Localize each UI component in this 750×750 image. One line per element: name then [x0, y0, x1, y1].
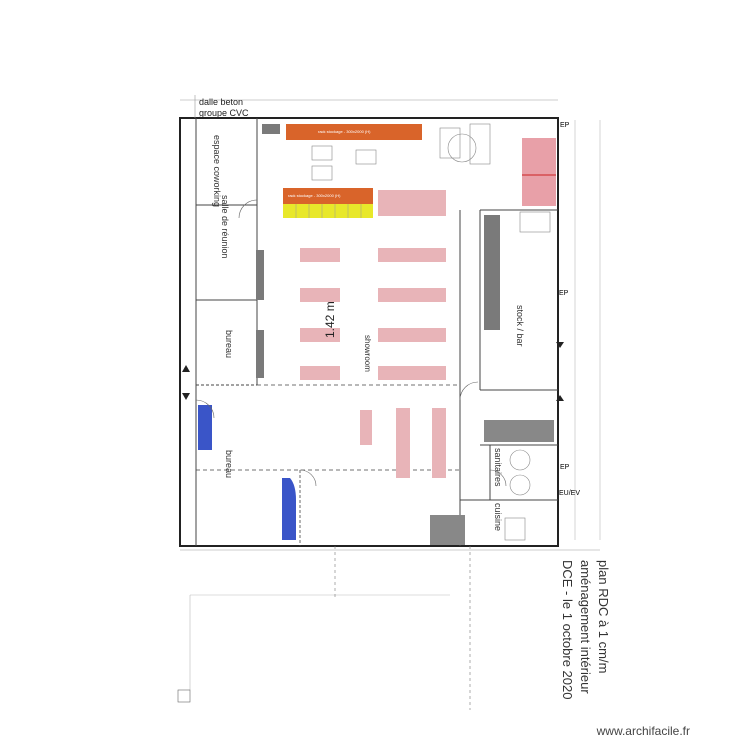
blue-counter — [282, 478, 296, 540]
column — [262, 124, 280, 134]
counter — [430, 515, 465, 545]
column — [256, 330, 264, 378]
display-table — [378, 328, 446, 342]
display-table — [378, 288, 446, 302]
rack-label: rack stockage - 300x2000 (H) — [318, 129, 371, 134]
north-marker — [177, 689, 191, 703]
room-showroom: showroom — [363, 335, 372, 372]
display-table — [300, 248, 340, 262]
room-meeting: salle de réunion — [220, 195, 230, 259]
red-zone — [522, 138, 556, 206]
display-table — [300, 366, 340, 380]
marker-ep: EP — [560, 464, 570, 471]
marker-eu-ev: EU/EV — [559, 490, 581, 497]
arrow-icon — [182, 365, 190, 372]
title-line-2: aménagement intérieur — [578, 560, 593, 694]
counter — [484, 420, 554, 442]
arrow-icon — [182, 393, 190, 400]
column — [256, 250, 264, 300]
display-table — [432, 408, 446, 478]
rack-label: rack stockage - 300x2000 (H) — [288, 193, 341, 198]
partition — [484, 215, 500, 330]
dimension-label: 1.42 m — [323, 301, 337, 338]
blue-bench — [198, 405, 212, 450]
display-table — [396, 408, 410, 478]
room-office: bureau — [224, 330, 234, 359]
room-office-2: bureau — [224, 450, 234, 479]
display-table — [300, 288, 340, 302]
yellow-shelf — [283, 204, 373, 218]
display-table — [360, 410, 372, 445]
outer-wall — [179, 117, 559, 547]
arrow-icon — [556, 395, 564, 401]
rack-orange-2 — [283, 188, 373, 204]
display-table — [378, 366, 446, 380]
display-table — [300, 328, 340, 342]
slab-label: dalle beton — [199, 97, 244, 107]
group-label: groupe CVC — [199, 108, 249, 118]
room-kitchen: cuisine — [493, 503, 503, 532]
watermark: www.archifacile.fr — [596, 724, 690, 738]
title-line-1: plan RDC à 1 cm/m — [596, 560, 611, 674]
marker-ep: EP — [560, 122, 570, 129]
room-sanitary: sanitaires — [493, 448, 503, 487]
display-table — [378, 190, 446, 216]
arrow-icon — [556, 342, 564, 348]
marker-ep: EP — [559, 290, 569, 297]
title-line-3: DCE - le 1 octobre 2020 — [560, 560, 575, 700]
display-table — [378, 248, 446, 262]
room-stock: stock / bar — [515, 305, 525, 347]
rack-orange-1 — [286, 124, 422, 140]
